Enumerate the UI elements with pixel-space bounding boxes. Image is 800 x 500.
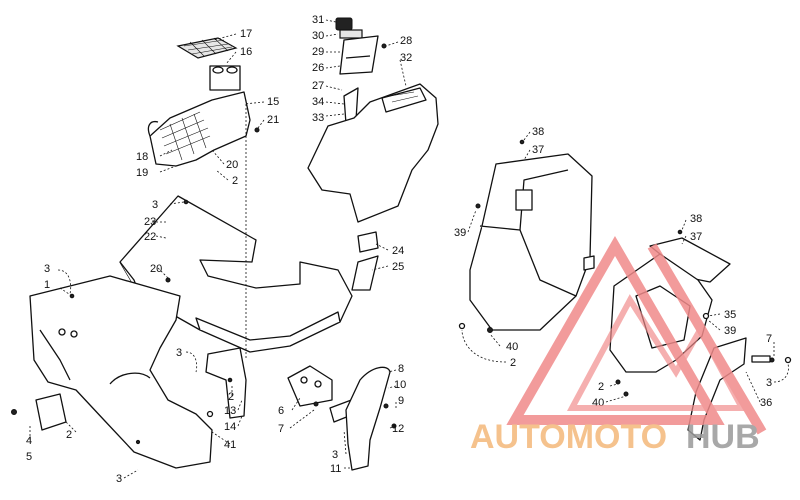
callout-15: 15 <box>267 96 279 108</box>
console-body <box>307 83 439 223</box>
callout-16: 16 <box>240 46 252 58</box>
callout-18: 18 <box>136 151 148 163</box>
callout-40-left: 40 <box>506 341 518 353</box>
storage-bin <box>149 91 251 167</box>
side-bracket <box>205 347 247 419</box>
watermark-brand-part2: HUB <box>686 418 760 456</box>
callout-12: 12 <box>392 423 404 435</box>
callout-19: 19 <box>136 167 148 179</box>
callout-38-right: 38 <box>690 213 702 225</box>
leader-lines <box>29 19 789 479</box>
floor-tray <box>119 195 353 353</box>
watermark-triangle-logo <box>506 236 767 435</box>
callout-20-upper: 20 <box>226 159 238 171</box>
callout-1: 1 <box>44 279 50 291</box>
callout-3-fender: 3 <box>332 449 338 461</box>
callout-3-mid: 3 <box>176 347 182 359</box>
callout-22: 22 <box>144 231 156 243</box>
callout-2-upper: 2 <box>232 175 238 187</box>
storage-bin-strap <box>147 120 159 137</box>
callout-6: 6 <box>278 405 284 417</box>
callout-14: 14 <box>224 421 236 433</box>
automotohub-watermark: AUTOMOTO HUB <box>470 236 767 456</box>
callout-23: 23 <box>144 216 156 228</box>
callout-37-upper: 37 <box>532 144 544 156</box>
callout-34: 34 <box>312 96 324 108</box>
callout-2-mid: 2 <box>228 391 234 403</box>
callout-37-right: 37 <box>690 231 702 243</box>
callout-33: 33 <box>312 112 324 124</box>
center-console <box>307 17 439 291</box>
callout-27: 27 <box>312 80 324 92</box>
callout-24: 24 <box>392 245 404 257</box>
console-trim <box>351 255 379 291</box>
callout-39-right: 39 <box>724 325 736 337</box>
callout-21: 21 <box>267 114 279 126</box>
callout-31: 31 <box>312 14 324 26</box>
callout-3-left: 3 <box>44 263 50 275</box>
mesh-lid <box>176 37 238 59</box>
bracket-plate <box>35 393 67 431</box>
callout-3-right: 3 <box>766 377 772 389</box>
callout-20-lower: 20 <box>150 263 162 275</box>
front-body-panel <box>11 275 247 469</box>
callout-25: 25 <box>392 261 404 273</box>
fender-parts <box>287 365 397 471</box>
mount-bracket <box>287 365 333 407</box>
callout-2-left: 2 <box>66 429 72 441</box>
fender-flap <box>345 366 391 471</box>
callout-4: 4 <box>26 435 32 447</box>
callout-7-right: 7 <box>766 333 772 345</box>
callout-3-bottom: 3 <box>116 473 122 485</box>
callout-36: 36 <box>760 397 772 409</box>
callout-2-right: 2 <box>510 357 516 369</box>
callout-10: 10 <box>394 379 406 391</box>
callout-9: 9 <box>398 395 404 407</box>
callout-30: 30 <box>312 30 324 42</box>
console-clip <box>357 231 379 253</box>
watermark-brand-part1: AUTOMOTO <box>470 418 667 456</box>
callout-3-upper: 3 <box>152 199 158 211</box>
callout-7-mid: 7 <box>278 423 284 435</box>
callout-11: 11 <box>330 463 341 475</box>
callout-29: 29 <box>312 46 324 58</box>
callout-41: 41 <box>224 439 236 451</box>
callout-28: 28 <box>400 35 412 47</box>
callout-39-left: 39 <box>454 227 466 239</box>
callout-2-lower-right: 2 <box>598 381 604 393</box>
shift-boot <box>339 35 379 75</box>
rear-panel-assembly <box>458 139 595 333</box>
callout-8: 8 <box>398 363 404 375</box>
storage-box-assembly <box>147 37 260 167</box>
callout-13: 13 <box>224 405 236 417</box>
callout-17: 17 <box>240 28 252 40</box>
callout-38-upper: 38 <box>532 126 544 138</box>
callout-35: 35 <box>724 309 736 321</box>
callout-labels: 17 16 15 21 18 19 20 2 3 23 22 20 3 1 3 … <box>26 14 772 485</box>
callout-5: 5 <box>26 451 32 463</box>
callout-32: 32 <box>400 52 412 64</box>
callout-26: 26 <box>312 62 324 74</box>
